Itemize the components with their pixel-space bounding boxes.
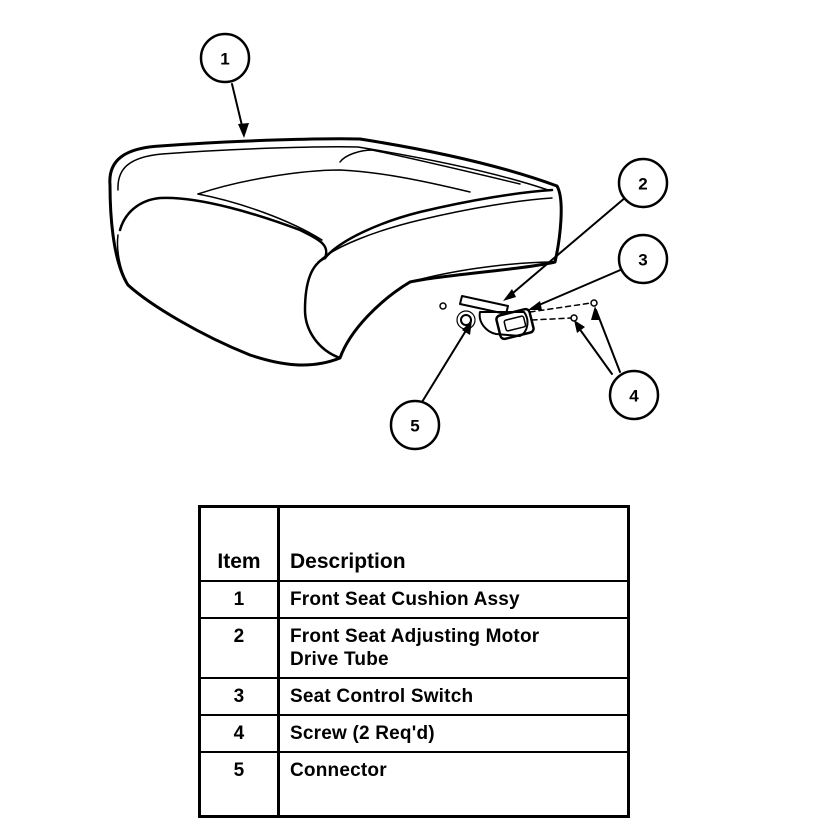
- callout-number-4: 4: [629, 387, 639, 406]
- arrowhead-3: [528, 301, 542, 310]
- connector: [460, 314, 472, 326]
- item-description-line: Drive Tube: [290, 649, 389, 670]
- item-number: 1: [198, 580, 280, 619]
- front-bolster-top: [118, 196, 328, 260]
- cushion-outline: [108, 137, 563, 367]
- screw-right-1: [570, 314, 578, 322]
- seat-cushion-diagram: 1 2 3 4 5: [108, 32, 669, 451]
- arrowhead-2: [503, 289, 516, 301]
- callout-number-1: 1: [220, 50, 229, 69]
- arrowhead-1: [238, 123, 249, 138]
- item-description-line: Front Seat Adjusting Motor: [290, 626, 540, 647]
- item-description: Front Seat Adjusting Motor Drive Tube: [277, 617, 630, 679]
- screw-dashed-line-1: [531, 317, 572, 321]
- item-number: 3: [198, 677, 280, 716]
- table-row: 4 Screw (2 Req'd): [198, 714, 630, 753]
- callout-circle-1: [199, 32, 251, 84]
- table-row: 3 Seat Control Switch: [198, 677, 630, 716]
- item-number: 4: [198, 714, 280, 753]
- callout-circle-5: [389, 399, 441, 451]
- screw-dashed-line-2: [529, 302, 592, 313]
- callout-circle-2: [617, 157, 669, 209]
- table-row: 2 Front Seat Adjusting Motor Drive Tube: [198, 617, 630, 679]
- item-number: 5: [198, 751, 280, 818]
- leader-4a: [575, 323, 613, 375]
- screw-left: [439, 302, 447, 310]
- item-description: Connector: [277, 751, 630, 818]
- leader-2: [506, 196, 627, 299]
- rear-panel-seam: [339, 149, 521, 185]
- switch-inner: [503, 315, 527, 332]
- leader-3: [531, 267, 626, 309]
- item-description: Seat Control Switch: [277, 677, 630, 716]
- arrowhead-4b: [591, 306, 600, 320]
- side-bolster: [323, 188, 554, 260]
- leader-4b: [595, 309, 621, 373]
- item-description: Front Seat Cushion Assy: [277, 580, 630, 619]
- center-panel-front-seam: [197, 193, 323, 241]
- callout-circle-4: [608, 369, 660, 421]
- cushion-base-line: [116, 234, 129, 286]
- item-number: 2: [198, 617, 280, 679]
- side-bolster-lower: [317, 197, 553, 263]
- table-header-row: Item Description: [198, 505, 630, 582]
- screw-right-2: [590, 299, 598, 307]
- arrowhead-5: [462, 320, 472, 335]
- leader-5: [421, 323, 471, 403]
- callout-number-3: 3: [638, 251, 647, 270]
- callout-circle-3: [617, 233, 669, 285]
- callout-number-5: 5: [410, 417, 419, 436]
- column-header-item: Item: [198, 505, 280, 582]
- item-description: Screw (2 Req'd): [277, 714, 630, 753]
- parts-table: Item Description 1 Front Seat Cushion As…: [198, 505, 630, 818]
- arrowhead-4a: [574, 320, 585, 333]
- cushion-inner-edge: [117, 146, 549, 191]
- column-header-description: Description: [277, 505, 630, 582]
- cushion-base-line-2: [409, 261, 556, 283]
- front-bolster-side: [303, 256, 342, 360]
- callout-number-2: 2: [638, 175, 647, 194]
- table-row: 5 Connector: [198, 751, 630, 818]
- center-panel-seam: [197, 169, 471, 195]
- table-row: 1 Front Seat Cushion Assy: [198, 580, 630, 619]
